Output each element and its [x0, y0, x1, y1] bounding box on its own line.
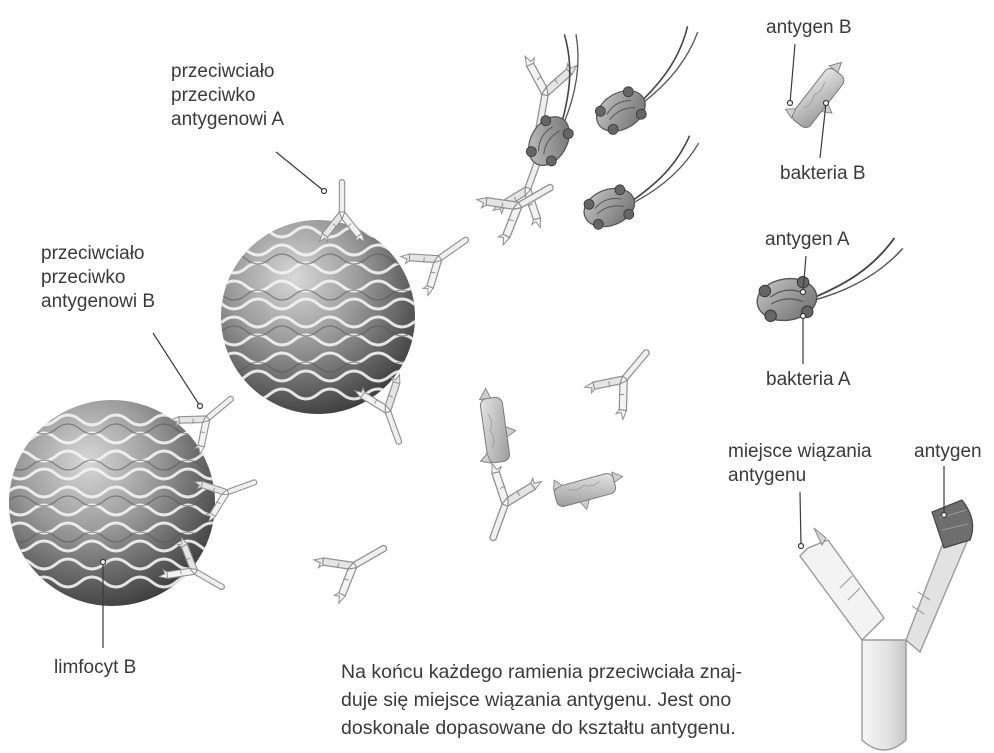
label-antibody-a-line1: przeciwciało [171, 60, 284, 84]
label-binding-site-line1: miejsce wiązania [728, 440, 872, 464]
label-bacteria-b: bakteria B [780, 162, 866, 186]
label-lymphocyte-b: limfocyt B [54, 656, 136, 680]
label-antibody-a-line2: przeciwko [171, 84, 284, 108]
lymphocyte-a [221, 220, 415, 414]
label-binding-site-line2: antygenu [728, 464, 872, 488]
label-antibody-b-line2: przeciwko [41, 266, 155, 290]
caption-line3: doskonale dopasowane do kształtu antygen… [341, 714, 811, 742]
large-antibody [800, 500, 973, 750]
label-antigen-b: antygen B [766, 16, 852, 40]
caption: Na końcu każdego ramienia przeciwciała z… [341, 658, 811, 742]
bacterium-b-reference [783, 53, 860, 136]
bacteria-a-cluster [477, 23, 722, 245]
bacteria-b-bound [471, 385, 629, 516]
label-antibody-b: przeciwciało przeciwko antygenowi B [41, 242, 155, 314]
label-bacteria-a: bakteria A [766, 368, 851, 392]
label-antigen-a: antygen A [765, 228, 850, 252]
caption-line1: Na końcu każdego ramienia przeciwciała z… [341, 658, 811, 686]
label-antigen: antygen [914, 440, 982, 464]
label-antibody-a: przeciwciało przeciwko antygenowi A [171, 60, 284, 132]
label-antibody-a-line3: antygenowi A [171, 108, 284, 132]
caption-line2: duje się miejsce wiązania antygenu. Jest… [341, 686, 811, 714]
label-antibody-b-line1: przeciwciało [41, 242, 155, 266]
label-antibody-b-line3: antygenowi B [41, 290, 155, 314]
label-binding-site: miejsce wiązania antygenu [728, 440, 872, 488]
